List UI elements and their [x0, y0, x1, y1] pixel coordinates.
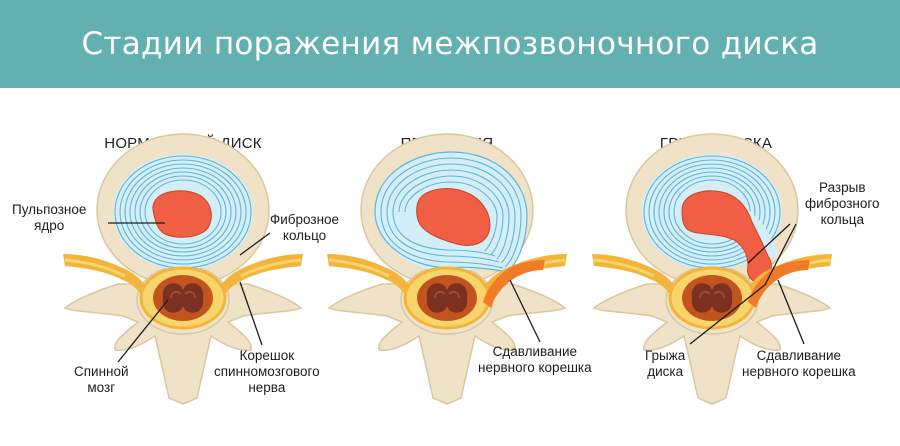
- label-hernia: Грыжа диска: [645, 348, 686, 379]
- nucleus-shape: [152, 190, 212, 238]
- protruded-nucleus-shape: [416, 188, 491, 246]
- normal-disc-illustration: [61, 133, 305, 405]
- label-annulus-rupture: Разрыв фиброзного кольца: [805, 180, 880, 227]
- label-nucleus: Пульпозное ядро: [12, 202, 87, 233]
- compressed-root-shape: [483, 260, 545, 308]
- label-root-compression-protrusion: Сдавливание нервного корешка: [478, 344, 592, 375]
- label-spinal-cord: Спинной мозг: [74, 364, 129, 395]
- hernia-illustration: [590, 133, 834, 405]
- protrusion-illustration: [325, 133, 569, 405]
- label-annulus: Фиброзное кольцо: [270, 212, 340, 243]
- leader-lines: [108, 222, 805, 363]
- label-nerve-root: Корешок спинномозгового нерва: [214, 348, 320, 395]
- label-root-compression-hernia: Сдавливание нервного корешка: [742, 348, 856, 379]
- header-banner: Стадии поражения межпозвоночного диска: [0, 0, 900, 88]
- page-title: Стадии поражения межпозвоночного диска: [81, 26, 819, 62]
- compressed-root-shape: [748, 260, 810, 308]
